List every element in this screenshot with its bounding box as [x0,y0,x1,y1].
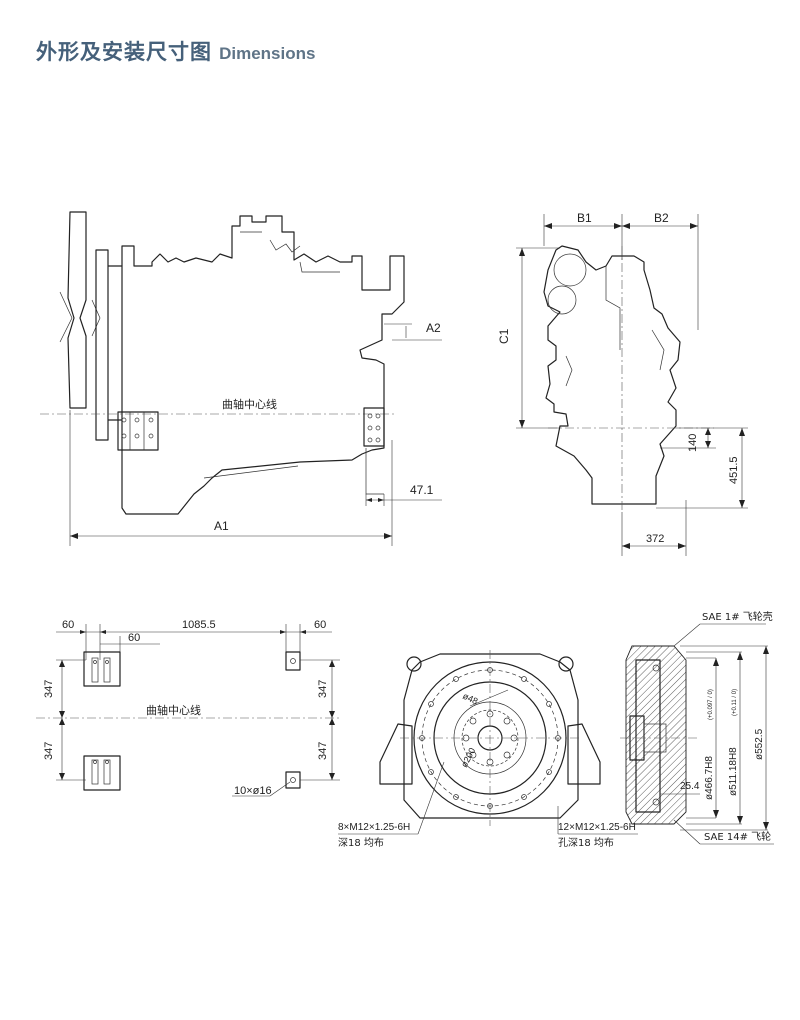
dim-60-right: 60 [314,619,326,631]
title-cn: 外形及安装尺寸图 [36,40,212,64]
rear-mount-bracket [363,407,385,447]
page-title: 外形及安装尺寸图 Dimensions [36,36,315,66]
dim-48: ø48 [461,691,479,707]
dim-b2: B2 [654,211,669,225]
title-en: Dimensions [219,44,316,63]
housing-label: SAE 1# 飞轮壳 [702,610,773,623]
engine-outline-side [121,215,405,408]
dim-60-left: 60 [62,619,74,631]
dim-b1: B1 [577,211,592,225]
dim-a2: A2 [426,321,441,335]
lift-eye-left [406,656,422,672]
callout-left-1: 8×M12×1.25-6H [338,822,410,833]
housing-section [625,645,687,825]
dim-347-tl: 347 [43,680,55,698]
callout-right-1: 12×M12×1.25-6H [558,822,636,833]
plan-view: 60 60 1085.5 60 曲轴中心线 [36,619,340,797]
housing-foot-right [567,723,601,785]
dim-1085: 1085.5 [182,619,216,631]
centerline-label: 曲轴中心线 [222,397,277,411]
dim-a1: A1 [214,519,229,533]
dim-25: 25.4 [680,781,700,792]
dim-552: ø552.5 [754,728,765,760]
engine-outline-front [543,245,681,505]
dim-c1: C1 [497,328,511,344]
plan-centerline-label: 曲轴中心线 [146,703,201,717]
lift-eye-right [558,656,574,672]
housing-foot-left [379,723,413,785]
holes-label: 10×ø16 [234,785,272,797]
dim-140: 140 [687,434,699,452]
dim-372: 372 [646,533,664,545]
dim-347-br: 347 [317,742,329,760]
plan-bracket-rear-bottom [285,771,301,789]
front-mount-bracket [117,411,159,451]
dim-347-bl: 347 [43,742,55,760]
dim-60-mid: 60 [128,632,140,644]
plan-bracket-rear-top [285,651,301,671]
plan-bracket-front-top [83,651,121,687]
sump-outline [121,408,385,515]
plan-bracket-front-bottom [83,755,121,791]
flywheel-view: ø48 ø200 8×M12×1.25-6H 深18 均布 12×M12×1.2… [338,650,638,849]
dim-466: ø466.7H8 [704,756,715,800]
dim-451: 451.5 [728,456,740,484]
fan-hub [95,249,109,441]
housing-outline [403,653,579,819]
fan-blade [67,211,87,409]
side-view: 曲轴中心线 A2 47.1 [40,211,442,546]
callout-left-2: 深18 均布 [338,837,384,849]
callout-right-2: 孔深18 均布 [558,837,614,849]
dim-466-tol: (+0.097 / 0) [708,689,714,720]
dim-511: ø511.18H8 [728,747,739,796]
front-view: B1 B2 C1 140 451.5 [497,211,748,556]
dim-511-tol: (+0.11 / 0) [732,689,738,716]
dim-47: 47.1 [410,483,434,497]
dim-347-tr: 347 [317,680,329,698]
section-view: SAE 1# 飞轮壳 SAE 14# 飞轮 ø466.7H8 (+0.097 /… [620,610,774,845]
flywheel-label: SAE 14# 飞轮 [704,830,771,843]
